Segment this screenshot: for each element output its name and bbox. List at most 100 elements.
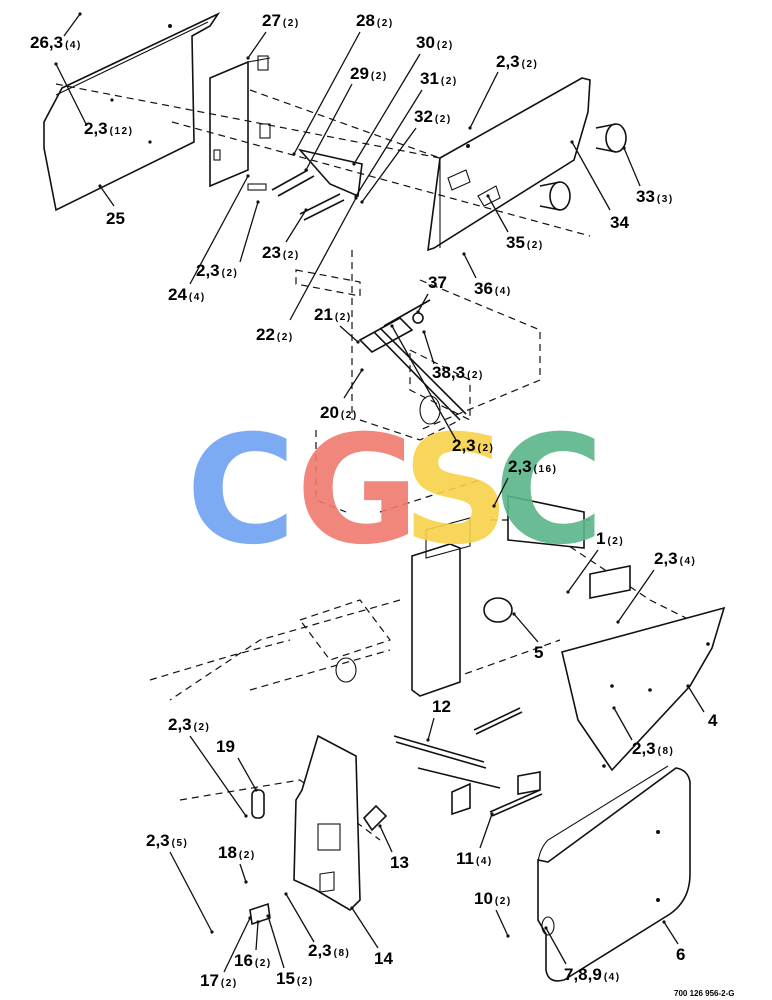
- leader-c-20: [343, 369, 363, 399]
- callout-number: 11: [456, 849, 474, 868]
- right-side-shield: [427, 77, 591, 252]
- callout-c-36: 36(4): [474, 279, 512, 298]
- callout-c-33: 33(3): [636, 187, 674, 206]
- callout-quantity: (2): [437, 40, 454, 51]
- leader-c-10: [495, 909, 509, 937]
- callout-number: 16: [234, 951, 253, 970]
- callout-quantity: (2): [435, 114, 452, 125]
- callout-c-32: 32(2): [414, 107, 452, 126]
- leader-c-2-3-8b: [285, 893, 315, 943]
- callout-quantity: (4): [476, 856, 493, 867]
- leader-end-c-19: [254, 788, 258, 792]
- callout-quantity: (2): [467, 370, 484, 381]
- callout-c-4: 4: [708, 711, 718, 730]
- callout-number: 24: [168, 285, 187, 304]
- left-hinge-plate: [209, 55, 271, 188]
- leader-end-c-2-3-5: [210, 930, 214, 934]
- watermark-letter: C: [494, 404, 604, 578]
- callout-number: 30: [416, 33, 435, 52]
- leader-end-c-25: [98, 184, 102, 188]
- watermark-letter: S: [402, 404, 510, 578]
- leader-c-1: [567, 549, 599, 593]
- leader-c-16: [255, 921, 259, 951]
- callout-quantity: (2): [194, 722, 211, 733]
- leader-end-c-14: [350, 906, 354, 910]
- leader-end-c-33: [622, 146, 626, 150]
- callout-c-14: 14: [374, 949, 393, 968]
- callout-number: 10: [474, 889, 493, 908]
- callout-number: 35: [506, 233, 525, 252]
- leader-end-c-15: [266, 914, 270, 918]
- leader-c-7-8-9: [545, 927, 567, 965]
- leader-c-33: [623, 147, 641, 187]
- callout-number: 13: [390, 853, 409, 872]
- callout-number: 26,3: [30, 33, 63, 52]
- callout-quantity: (2): [239, 850, 256, 861]
- callout-number: 33: [636, 187, 655, 206]
- callout-number: 28: [356, 11, 375, 30]
- callout-c-2-3-5: 2,3(5): [146, 831, 188, 850]
- callout-quantity: (4): [680, 556, 697, 567]
- callout-c-29: 29(2): [350, 64, 388, 83]
- callout-c-2-3-8a: 2,3(8): [632, 739, 674, 758]
- lower-right-door: [537, 765, 691, 982]
- leader-end-c-37: [416, 310, 420, 314]
- leader-end-c-2-3-8a: [612, 706, 616, 710]
- callout-number: 2,3: [84, 119, 108, 138]
- callout-c-37: 37: [428, 273, 447, 292]
- callout-c-17: 17(2): [200, 971, 238, 990]
- leader-c-2-3-b: [239, 201, 259, 263]
- callout-quantity: (4): [604, 972, 621, 983]
- leader-end-c-22: [354, 196, 358, 200]
- leader-c-26-3: [63, 13, 81, 37]
- leader-c-31: [355, 89, 423, 197]
- callout-number: 27: [262, 11, 281, 30]
- leader-c-36: [463, 253, 477, 279]
- leader-c-25: [99, 185, 115, 207]
- shield-bearings: [539, 123, 627, 211]
- leader-c-2-3-a: [469, 71, 499, 129]
- callout-number: 2,3: [496, 52, 520, 71]
- leader-end-c-27: [246, 56, 250, 60]
- callout-number: 2,3: [654, 549, 678, 568]
- leader-end-c-29: [304, 168, 308, 172]
- leader-c-11: [479, 813, 493, 849]
- callout-c-5: 5: [534, 643, 543, 662]
- callout-quantity: (16): [534, 464, 558, 475]
- callout-c-28: 28(2): [356, 11, 394, 30]
- callout-number: 17: [200, 971, 219, 990]
- callout-c-34: 34: [610, 213, 629, 232]
- leader-c-19: [237, 757, 257, 791]
- left-side-shield: [43, 12, 221, 212]
- leader-c-17: [223, 917, 251, 973]
- watermark-letter: G: [296, 404, 419, 578]
- callout-c-13: 13: [390, 853, 409, 872]
- callout-c-23: 23(2): [262, 243, 300, 262]
- leader-end-c-24: [246, 174, 250, 178]
- callout-number: 23: [262, 243, 281, 262]
- leader-end-c-11: [490, 812, 494, 816]
- callout-quantity: (2): [221, 978, 238, 989]
- callout-number: 5: [534, 643, 543, 662]
- callout-number: 37: [428, 273, 447, 292]
- callout-quantity: (2): [283, 18, 300, 29]
- leader-c-13: [379, 825, 393, 853]
- leader-c-4: [687, 685, 705, 713]
- callout-number: 2,3: [632, 739, 656, 758]
- callout-number: 1: [596, 529, 605, 548]
- callout-c-24: 24(4): [168, 285, 206, 304]
- leader-end-c-36: [462, 252, 466, 256]
- callout-number: 32: [414, 107, 433, 126]
- callout-number: 2,3: [508, 457, 532, 476]
- callout-number: 4: [708, 711, 718, 730]
- leader-end-c-20: [360, 368, 364, 372]
- leader-c-23: [285, 209, 307, 243]
- callout-quantity: (8): [658, 746, 675, 757]
- leader-end-c-10: [506, 934, 510, 938]
- callout-quantity: (2): [607, 536, 624, 547]
- leader-c-34: [571, 141, 611, 211]
- leader-c-32: [361, 127, 417, 203]
- callout-number: 18: [218, 843, 237, 862]
- callout-quantity: (2): [277, 332, 294, 343]
- leader-end-c-13: [378, 824, 382, 828]
